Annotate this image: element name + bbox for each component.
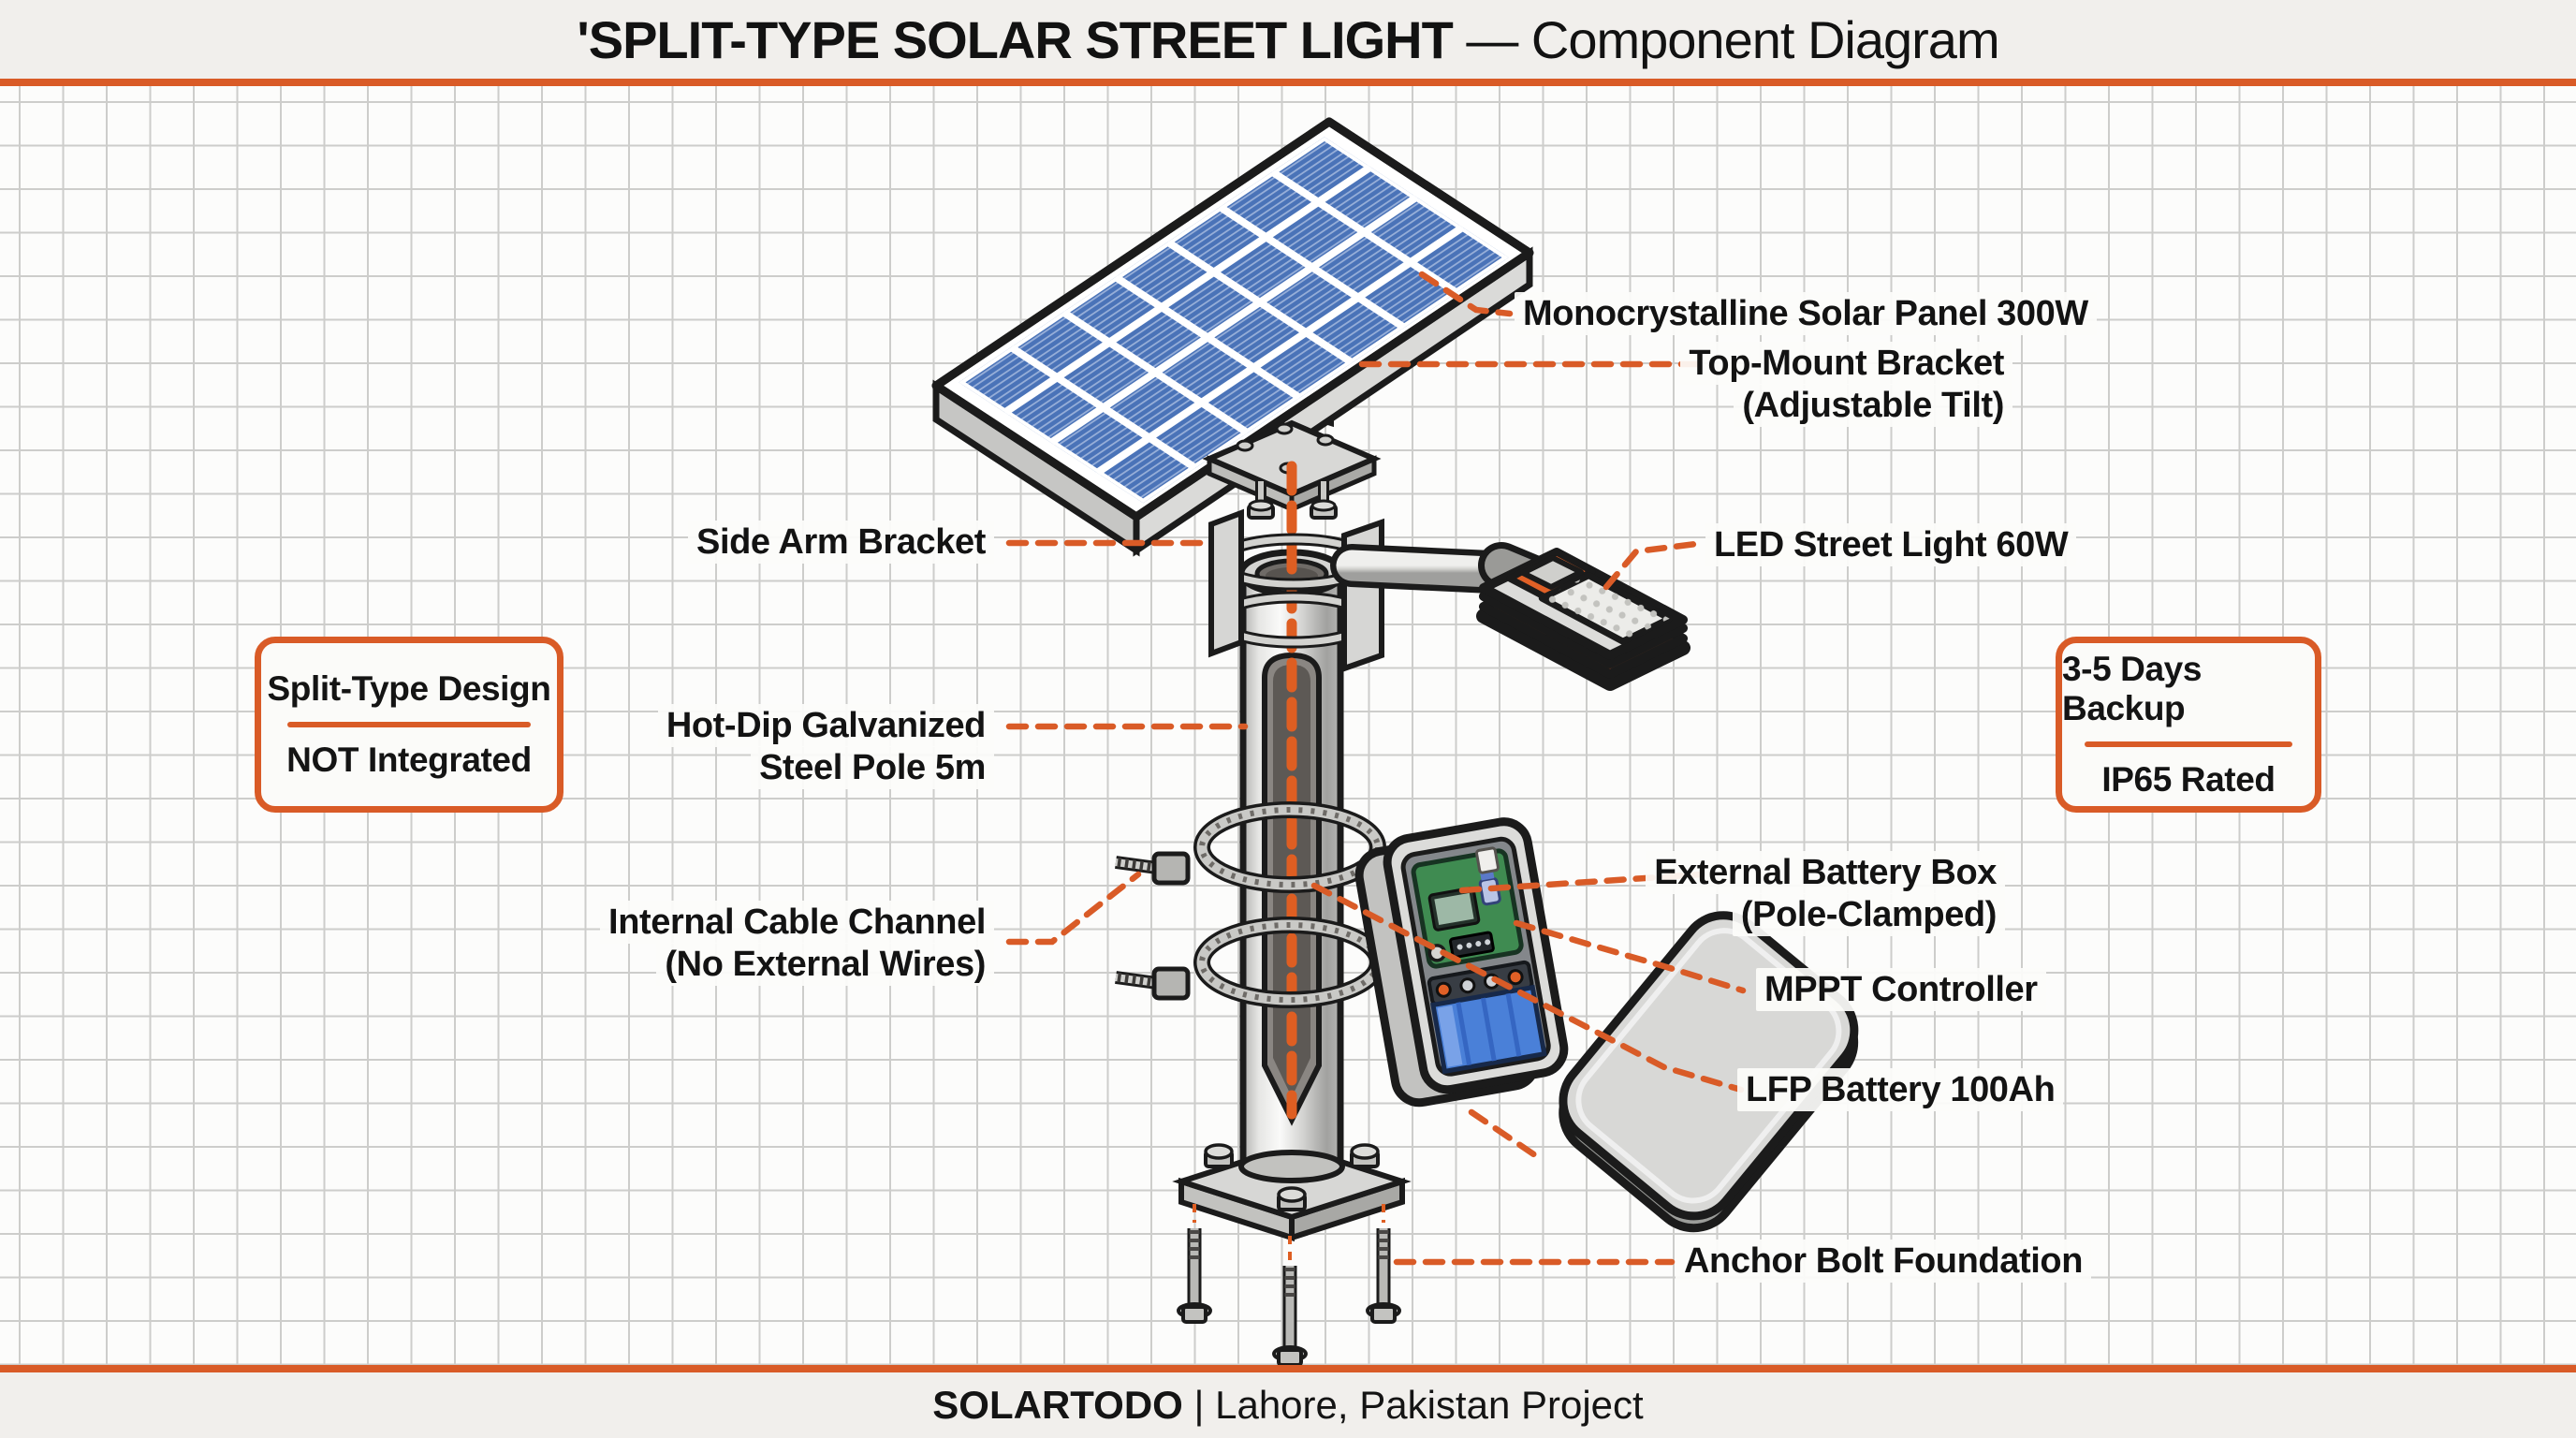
- loose-bolt: [1310, 481, 1338, 520]
- leader-under-lid: [1468, 1108, 1539, 1159]
- anchor-bolt: [1366, 1228, 1401, 1324]
- led-street-light: [1476, 548, 1690, 691]
- label-lfp: LFP Battery 100Ah: [1737, 1068, 2064, 1111]
- plate-corner-bolt: [1350, 1143, 1380, 1168]
- battery-box: [1383, 817, 1569, 1094]
- callout-backup: 3-5 Days Backup IP65 Rated: [2056, 637, 2321, 813]
- label-led: LED Street Light 60W: [1705, 523, 2077, 566]
- side-arm-assembly: [1208, 508, 1690, 691]
- footer-tagline: | Lahore, Pakistan Project: [1182, 1383, 1644, 1427]
- anchor-bolt: [1272, 1266, 1308, 1367]
- label-solar-panel: Monocrystalline Solar Panel 300W: [1515, 292, 2097, 335]
- plate-corner-bolt: [1277, 1186, 1307, 1211]
- page-title-sub: — Component Diagram: [1452, 9, 1999, 69]
- callout-left-top: Split-Type Design: [267, 669, 551, 708]
- callout-left-bottom: NOT Integrated: [286, 741, 532, 779]
- leader-cable: [1005, 871, 1142, 946]
- label-top-mount: Top-Mount Bracket (Adjustable Tilt): [1680, 342, 2012, 427]
- callout-divider: [287, 722, 531, 727]
- mppt-controller-board: [1411, 846, 1524, 969]
- leader-led: [1603, 540, 1700, 591]
- top-mount-bracket: [1202, 419, 1382, 520]
- anchor-bolt: [1177, 1228, 1212, 1324]
- label-anchor: Anchor Bolt Foundation: [1676, 1240, 2092, 1283]
- header-band: 'SPLIT-TYPE SOLAR STREET LIGHT — Compone…: [0, 0, 2576, 79]
- loose-bolt: [1247, 481, 1275, 520]
- header-rule: [0, 79, 2576, 86]
- callout-right-bottom: IP65 Rated: [2101, 760, 2276, 799]
- anchor-bolts: [1177, 1143, 1401, 1367]
- label-battery-box: External Battery Box (Pole-Clamped): [1646, 851, 2005, 936]
- label-cable: Internal Cable Channel (No External Wire…: [600, 901, 994, 986]
- footer-rule: [0, 1365, 2576, 1372]
- leader-solar-panel: [1418, 271, 1514, 317]
- plate-corner-bolt: [1204, 1143, 1234, 1168]
- footer-band: SOLARTODO | Lahore, Pakistan Project: [0, 1372, 2576, 1438]
- label-side-arm: Side Arm Bracket: [688, 521, 994, 564]
- leader-lfp: [1310, 882, 1745, 1093]
- lfp-battery: [1427, 960, 1547, 1075]
- leader-lines: [1005, 271, 1747, 1266]
- label-mppt: MPPT Controller: [1756, 968, 2046, 1011]
- pole-clamp-upper: [1115, 801, 1386, 893]
- callout-split-type: Split-Type Design NOT Integrated: [255, 637, 564, 813]
- page-title: 'SPLIT-TYPE SOLAR STREET LIGHT — Compone…: [577, 9, 1999, 70]
- footer-brand: SOLARTODO: [932, 1383, 1183, 1427]
- callout-divider: [2085, 741, 2292, 747]
- leader-mppt: [1513, 919, 1747, 994]
- page-title-main: 'SPLIT-TYPE SOLAR STREET LIGHT: [577, 9, 1453, 69]
- label-pole: Hot-Dip Galvanized Steel Pole 5m: [657, 704, 994, 789]
- callout-right-top: 3-5 Days Backup: [2062, 650, 2203, 727]
